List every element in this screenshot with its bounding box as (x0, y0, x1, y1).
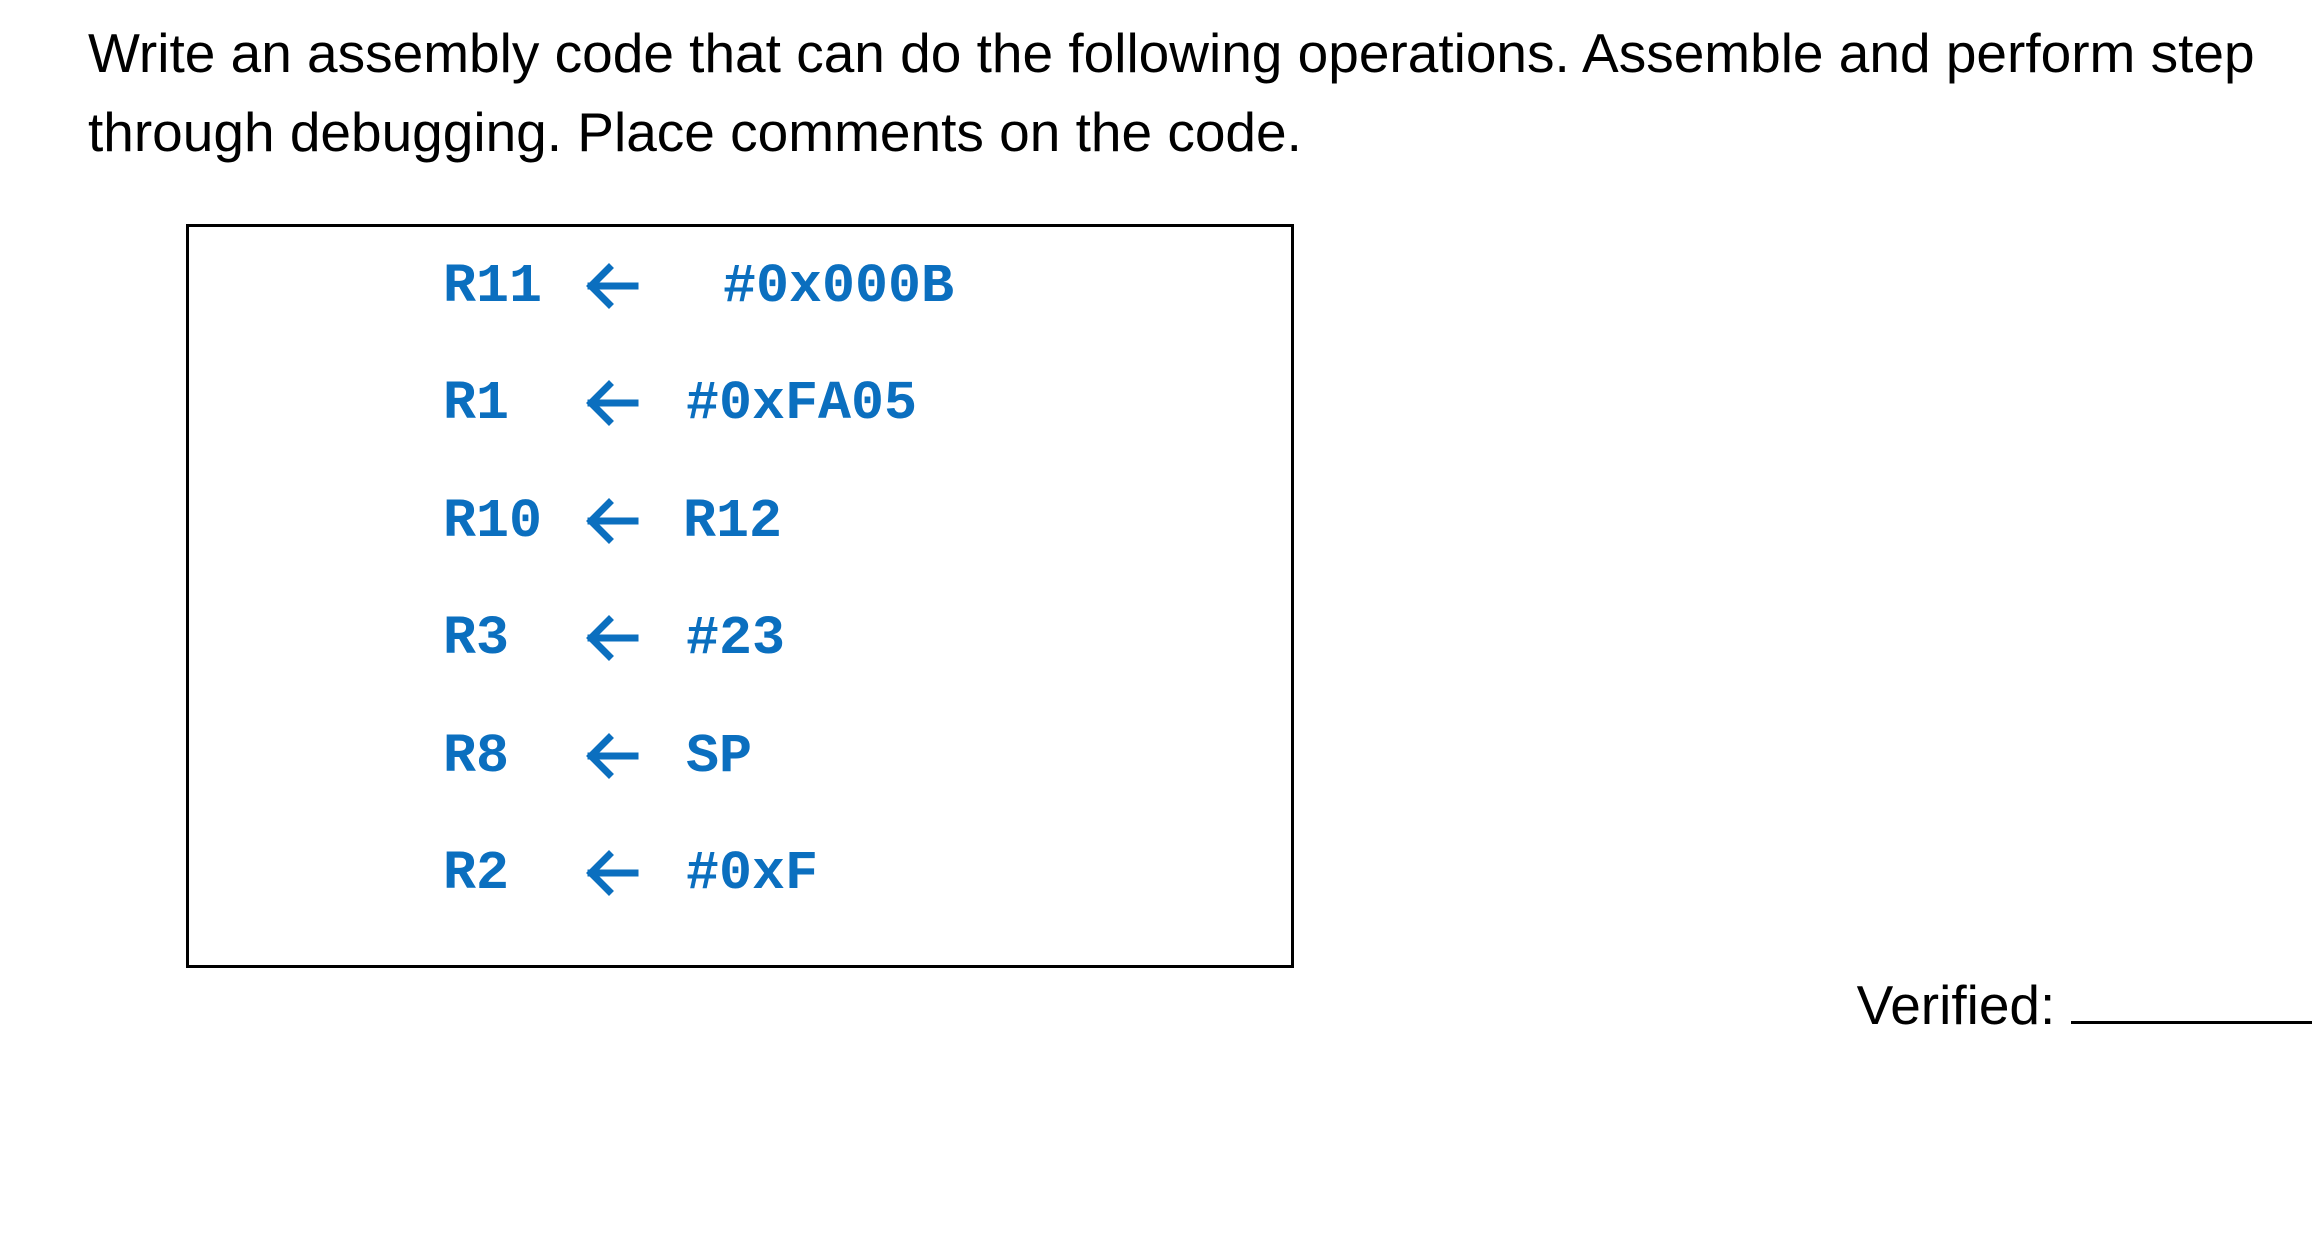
code-line-3: R10 R12 (443, 482, 782, 562)
destination-register: R3 (443, 607, 510, 670)
code-line-5: R8 SP (443, 717, 752, 797)
verified-label: Verified: (1856, 974, 2056, 1036)
code-box: R11 #0x000B R1 #0xFA05 R10 R12 R3 #23 R8… (186, 224, 1294, 968)
source-operand: #0x000B (723, 255, 955, 318)
source-operand: #23 (686, 607, 786, 670)
left-arrow-icon (586, 498, 639, 544)
left-arrow-icon (586, 263, 639, 309)
source-operand: #0xFA05 (686, 372, 918, 435)
code-line-1: R11 #0x000B (443, 247, 954, 327)
verified-signature-line (2071, 971, 2312, 1024)
verified-signoff: Verified: (1826, 900, 2312, 1040)
left-arrow-icon (586, 850, 639, 896)
destination-register: R11 (443, 255, 543, 318)
destination-register: R10 (443, 490, 543, 553)
instructions-line-2: through debugging. Place comments on the… (88, 101, 1302, 163)
instructions-line-1: Write an assembly code that can do the f… (88, 22, 2255, 84)
code-line-4: R3 #23 (443, 599, 785, 679)
left-arrow-icon (586, 615, 639, 661)
destination-register: R1 (443, 372, 510, 435)
code-line-6: R2 #0xF (443, 834, 818, 914)
instructions-text: Write an assembly code that can do the f… (88, 14, 2312, 172)
source-operand: #0xF (686, 842, 819, 905)
code-line-2: R1 #0xFA05 (443, 364, 917, 444)
destination-register: R8 (443, 725, 510, 788)
source-operand: R12 (683, 490, 783, 553)
left-arrow-icon (586, 733, 639, 779)
source-operand: SP (686, 725, 753, 788)
left-arrow-icon (586, 380, 639, 426)
destination-register: R2 (443, 842, 510, 905)
